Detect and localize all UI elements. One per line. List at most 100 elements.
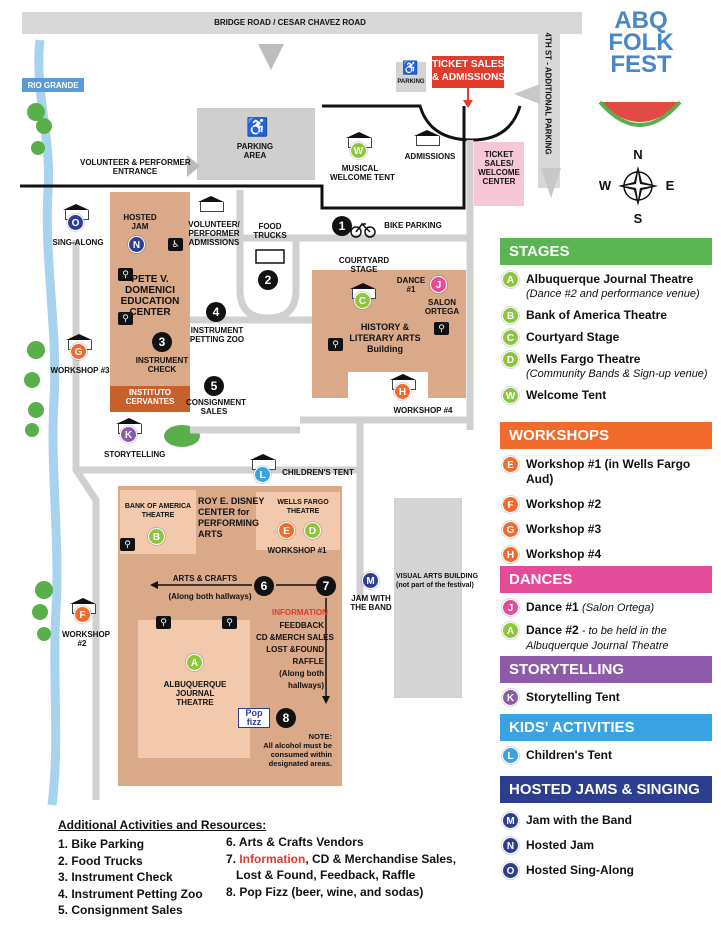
visual-arts-building (394, 498, 462, 698)
parking-small-label: PARKING (397, 79, 425, 85)
marker-5: 5 (204, 376, 224, 396)
arts-crafts-label: ARTS & CRAFTS (172, 574, 238, 583)
legend-heading: WORKSHOPS (500, 422, 712, 449)
list-item: 5. Consignment Sales (58, 903, 183, 917)
workshop2-label: WORKSHOP #2 (62, 630, 110, 648)
compass-e: E (665, 178, 675, 193)
river-label: RIO GRANDE (27, 81, 79, 90)
courtyard-stage-label: COURTYARD STAGE (338, 256, 390, 274)
badge-a: A (502, 271, 519, 288)
legend-heading: STAGES (500, 238, 712, 265)
salon-ortega-label: SALON ORTEGA (424, 298, 460, 316)
badge-g: G (70, 343, 87, 360)
legend-heading: DANCES (500, 566, 712, 593)
additional-title: Additional Activities and Resources: (58, 818, 267, 832)
consignment-label: CONSIGNMENT SALES (186, 398, 246, 416)
history-building (312, 270, 466, 398)
restroom-icon: ⚲ (434, 322, 449, 335)
additional-activities: Additional Activities and Resources: 1. … (58, 818, 498, 917)
tent-icon (196, 196, 226, 212)
badge-b: B (502, 307, 519, 324)
fourth-street (538, 12, 560, 188)
popfizz-logo: Pop fizz (238, 708, 270, 728)
ticket-sales-sign (432, 56, 504, 88)
list-item: 4. Instrument Petting Zoo (58, 886, 203, 901)
trees (24, 103, 200, 641)
badge-o: O (502, 862, 519, 879)
additional-col1: 1. Bike Parking 2. Food Trucks 3. Instru… (58, 836, 203, 919)
legend-heading: KIDS' ACTIVITIES (500, 714, 712, 741)
badge-d: D (502, 351, 519, 368)
history-building-label: HISTORY & LITERARY ARTS Building (349, 322, 421, 354)
marker-1: 1 (332, 216, 352, 236)
badge-k: K (120, 426, 137, 443)
marker-7: 7 (316, 576, 336, 596)
list-item: 2. Food Trucks (58, 853, 143, 868)
walkways (72, 140, 474, 800)
restroom-icon: ♿ (168, 238, 183, 251)
river-label-box (22, 78, 84, 92)
volunteer-entrance-label: VOLUNTEER & PERFORMER ENTRANCE (80, 158, 191, 176)
bridge-road (22, 12, 582, 34)
workshop4-label: WORKSHOP #4 (393, 406, 453, 415)
info-list-label: FEEDBACK CD &MERCH SALES LOST &FOUND RAF… (256, 621, 334, 690)
along-hallways-label: (Along both hallways) (168, 592, 252, 601)
badge-n: N (502, 837, 519, 854)
legend-heading: HOSTED JAMS & SINGING (500, 776, 712, 803)
domenici-building (110, 192, 190, 412)
note-label: NOTE: All alcohol must be consumed withi… (263, 732, 332, 768)
badge-h: H (394, 383, 411, 400)
road-right-label: 4TH ST - ADDITIONAL PARKING (543, 32, 553, 155)
list-item: 7. Information, CD & Merchandise Sales, (226, 851, 457, 866)
bike-parking-label: BIKE PARKING (384, 221, 442, 230)
visual-arts-label: VISUAL ARTS BUILDING (not part of the fe… (396, 573, 479, 589)
parking-area (197, 108, 315, 180)
badge-h: H (502, 546, 519, 563)
badge-e: E (502, 456, 519, 473)
compass-w: W (598, 178, 612, 193)
domenici-label: PETE V. DOMENICI EDUCATION CENTER (120, 274, 180, 318)
marker-3: 3 (152, 332, 172, 352)
sing-along-label: SING-ALONG (52, 238, 104, 247)
badge-a: A (186, 654, 203, 671)
badge-m: M (362, 572, 379, 589)
badge-m: M (502, 812, 519, 829)
parking-area-label: PARKING AREA (236, 142, 274, 160)
badge-c: C (502, 329, 519, 346)
badge-l: L (502, 747, 519, 764)
marker-4: 4 (206, 302, 226, 322)
storytelling-label: STORYTELLING (104, 450, 166, 459)
hosted-jam-label: HOSTED JAM (123, 213, 157, 231)
list-item: 1. Bike Parking (58, 837, 145, 851)
boa-theatre-label: BANK OF AMERICA THEATRE (124, 503, 192, 519)
vol-perf-admissions-label: VOLUNTEER/ PERFORMER ADMISSIONS (188, 220, 240, 247)
instituto-label: INSTITUTO CERVANTES (125, 388, 175, 406)
restroom-icon: ⚲ (222, 616, 237, 629)
information-label: INFORMATION (272, 608, 328, 617)
restroom-icon: ⚲ (328, 338, 343, 351)
additional-col2: 6. Arts & Crafts Vendors 7. Information,… (226, 834, 456, 900)
restroom-icon: ⚲ (118, 268, 133, 281)
badge-w: W (502, 387, 519, 404)
admissions-label: ADMISSIONS (404, 152, 456, 161)
